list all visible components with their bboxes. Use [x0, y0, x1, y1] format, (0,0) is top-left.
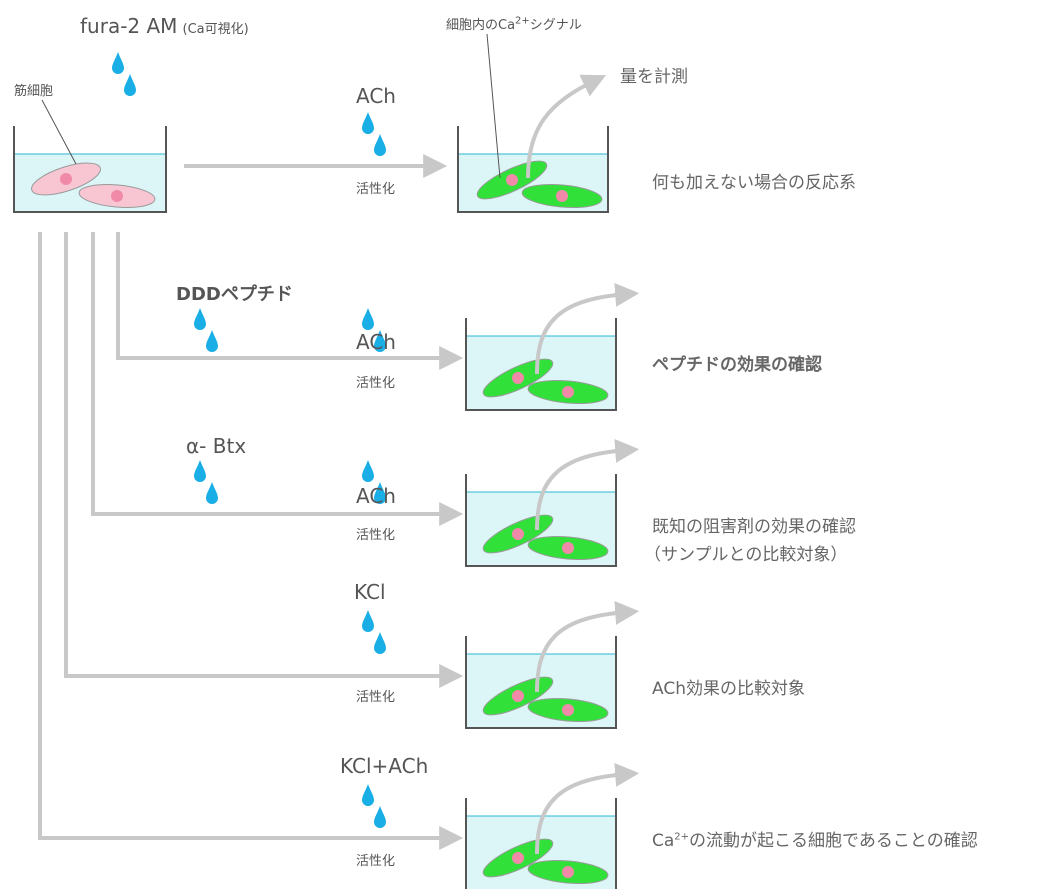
row1-measure-arrow: [535, 282, 640, 375]
signal-label: 細胞内のCa2+シグナル: [446, 15, 582, 33]
row1-cell-2-nucleus: [562, 386, 574, 398]
dye-name: fura-2 AM: [80, 14, 178, 38]
row2-dish-wall: [465, 474, 617, 567]
row2-cell-2-nucleus: [562, 542, 574, 554]
row3-drops-2: [374, 632, 386, 654]
source-cell-1-nucleus: [60, 173, 72, 185]
row2-drops-1: [362, 460, 374, 482]
row3-cell-2-nucleus: [562, 704, 574, 716]
row3-activation-label: 活性化: [356, 690, 396, 705]
row4-description: Ca2+の流動が起こる細胞であることの確認: [652, 831, 978, 851]
row4-cell-2-nucleus: [562, 866, 574, 878]
row4-cell-1-nucleus: [512, 852, 524, 864]
row2-description-line1: 既知の阻害剤の効果の確認: [652, 517, 856, 537]
row3-measure-arrow: [535, 600, 640, 693]
top-cell-2-nucleus: [556, 190, 568, 202]
row1-cell-1-nucleus: [512, 372, 524, 384]
row4-activation-label: 活性化: [356, 854, 396, 869]
source-cell-2-nucleus: [111, 190, 123, 202]
cell-label-leader: [41, 99, 77, 165]
row4-dish-wall: [465, 798, 617, 889]
row2-reagent-label: ACh: [356, 484, 396, 508]
top-drops-2: [374, 134, 386, 156]
row1-dish-wall: [465, 318, 617, 411]
top-reagent-label: ACh: [356, 84, 396, 108]
top-dish-wall: [457, 126, 609, 213]
dye-label: fura-2 AM (Ca可視化): [80, 14, 249, 38]
row3-dish-wall: [465, 636, 617, 729]
row4-drops-1: [362, 784, 374, 806]
row1-drops-1: [362, 308, 374, 330]
row1-activation-label: 活性化: [356, 376, 396, 391]
dye-note: (Ca可視化): [182, 22, 249, 37]
top-activation-label: 活性化: [356, 182, 396, 197]
row2-pre-drops-2: [206, 482, 218, 504]
row3-drops-1: [362, 610, 374, 632]
row3-reagent-label: KCl: [354, 580, 386, 604]
row3-description: ACh効果の比較対象: [652, 679, 805, 699]
row2-drops-2: [374, 482, 386, 504]
row1-pre-reagent: DDDペプチド: [176, 284, 293, 305]
measure-label: 量を計測: [620, 67, 688, 87]
row1-drops-2: [374, 330, 386, 352]
row2-pre-drops-1: [194, 460, 206, 482]
cell-label: 筋細胞: [14, 84, 54, 99]
top-description: 何も加えない場合の反応系: [652, 173, 856, 193]
signal-label-leader: [486, 33, 501, 179]
row1-description: ペプチドの効果の確認: [652, 355, 822, 375]
row2-description-line2: （サンプルとの比較対象）: [644, 545, 848, 565]
row4-drops-2: [374, 806, 386, 828]
dye-drops-2: [124, 74, 136, 96]
source-dish-wall: [13, 126, 167, 213]
row2-cell-1-nucleus: [512, 528, 524, 540]
row2-activation-label: 活性化: [356, 528, 396, 543]
row4-measure-arrow: [535, 762, 640, 855]
dye-drops-1: [112, 52, 124, 74]
row3-cell-1-nucleus: [512, 690, 524, 702]
top-cell-1-nucleus: [506, 174, 518, 186]
row1-pre-drops-1: [194, 308, 206, 330]
row4-reagent-label: KCl+ACh: [340, 754, 429, 778]
row2-pre-reagent: α- Btx: [186, 434, 247, 458]
row1-pre-drops-2: [206, 330, 218, 352]
top-drops-1: [362, 112, 374, 134]
top-measure-arrow: [526, 74, 607, 179]
row1-reagent-label: ACh: [356, 330, 396, 354]
row2-measure-arrow: [535, 438, 640, 531]
